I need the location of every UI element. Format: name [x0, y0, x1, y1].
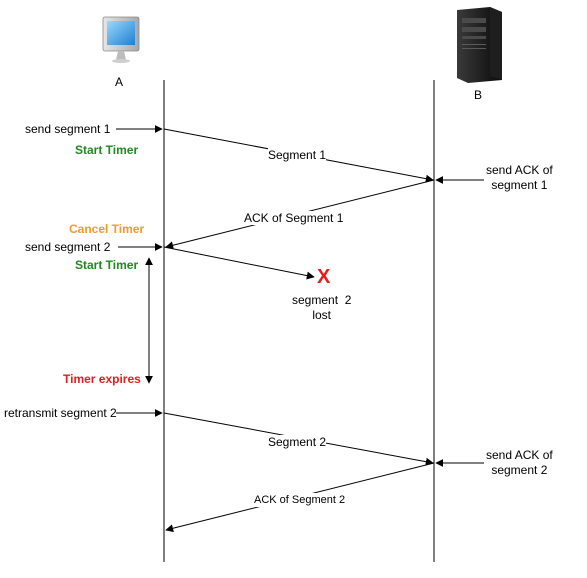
cancel-timer-label: Cancel Timer: [69, 222, 145, 236]
send-segment-1-label: send segment 1: [25, 122, 111, 136]
send-ack-1-label: send ACK of segment 1: [486, 163, 553, 192]
node-a-label: A: [115, 75, 124, 89]
start-timer-2-label: Start Timer: [75, 258, 139, 272]
ack-segment-1-label: ACK of Segment 1: [244, 211, 344, 225]
start-timer-1-label: Start Timer: [75, 143, 139, 157]
segment-1-label: Segment 1: [268, 148, 327, 162]
loss-marker: X: [317, 266, 331, 288]
server-tower-icon: [457, 7, 502, 83]
retransmit-segment-2-label: retransmit segment 2: [4, 406, 117, 420]
node-b-label: B: [474, 88, 483, 102]
segment-2-lost-label: segment 2 lost: [292, 293, 352, 322]
segment-2-label: Segment 2: [268, 435, 327, 449]
ack-segment-2-label: ACK of Segment 2: [254, 493, 346, 507]
timer-expires-label: Timer expires: [63, 372, 141, 386]
send-segment-2-label: send segment 2: [25, 240, 111, 254]
send-ack-2-label: send ACK of segment 2: [486, 448, 553, 477]
computer-monitor-icon: [102, 16, 140, 63]
segment-2-lost-message: [163, 246, 315, 280]
